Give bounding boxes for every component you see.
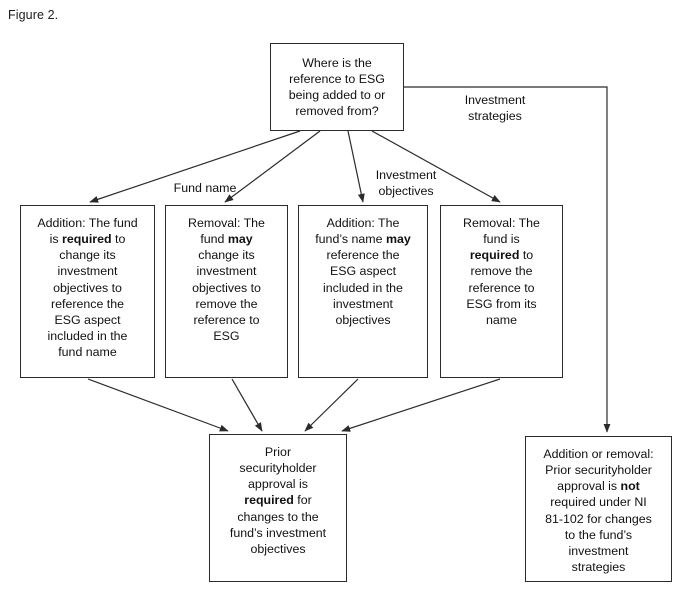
node-approval-not-required-text: Addition or removal:Prior securityholder… [543, 447, 654, 574]
node-prior-securityholder-approval-not-required[interactable]: Addition or removal:Prior securityholder… [525, 436, 672, 582]
edge-removal-investment-objectives-to-approval [341, 378, 501, 432]
edge-addition-fund-name-to-approval [87, 378, 229, 432]
edge-addition-investment-objectives-to-approval [304, 378, 359, 432]
figure-caption: Figure 2. [8, 8, 59, 22]
edge-decision-to-addition-fund-name [89, 130, 301, 203]
edge-decision-to-removal-investment-objectives [371, 130, 501, 203]
edge-removal-fund-name-to-approval [231, 378, 263, 432]
edge-decision-to-removal-fund-name [224, 130, 321, 203]
edge-label-investment-objectives: Investment objectives [375, 168, 437, 198]
edge-label-fund-name: Fund name [173, 181, 237, 195]
edge-decision-to-addition-investment-objectives [347, 130, 365, 203]
edge-label-investment-strategies: Investment strategies [464, 93, 526, 123]
edge-decision-to-approval-not-required [404, 86, 611, 433]
